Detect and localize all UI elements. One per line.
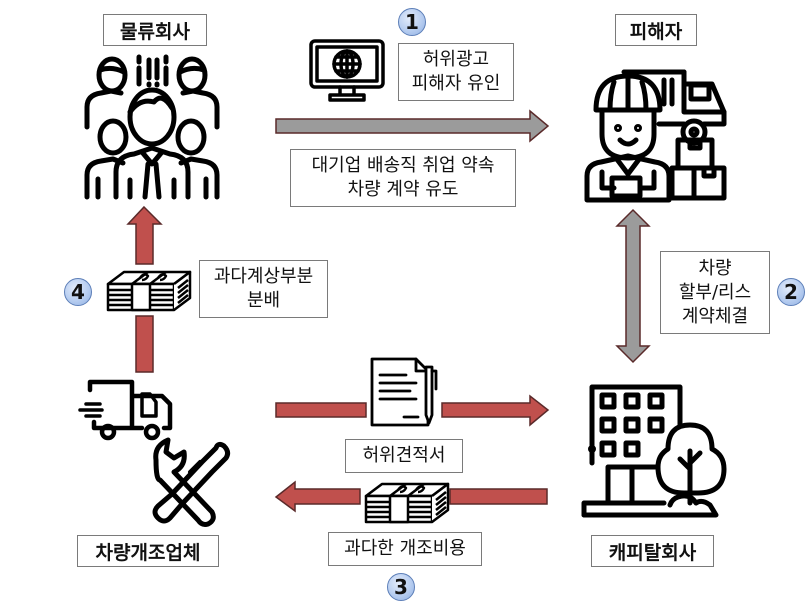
entity-label-capital: 캐피탈회사 xyxy=(591,535,714,567)
arrow-overcharge-right-segment xyxy=(449,488,548,505)
entity-label-tuning: 차량개조업체 xyxy=(77,535,219,567)
monitor-globe-icon xyxy=(309,39,385,102)
arrow-kickback-tail xyxy=(135,315,154,373)
note-job-promise-line-2: 차량 계약 유도 xyxy=(347,179,459,200)
note-fake-ad-line-2: 피해자 유인 xyxy=(411,73,501,94)
note-contract: 차량 할부/리스 계약체결 xyxy=(660,251,770,334)
note-kickback-line-1: 과다계상부분 xyxy=(213,266,314,287)
note-contract-line-1: 차량 xyxy=(698,257,732,279)
note-overcharge: 과다한 개조비용 xyxy=(328,532,482,566)
truck-and-tools-icon xyxy=(78,379,231,527)
note-contract-line-3: 계약체결 xyxy=(681,305,749,327)
arrow-kickback-head xyxy=(126,205,163,265)
note-kickback-line-2: 분배 xyxy=(246,290,281,311)
money-stack-icon xyxy=(106,270,192,312)
money-stack-icon-overcharge xyxy=(364,482,450,524)
entity-label-logistics: 물류회사 xyxy=(103,14,207,46)
arrow-ad-to-victim xyxy=(275,109,550,143)
note-fake-ad-line-1: 허위광고 xyxy=(422,49,490,70)
office-building-icon xyxy=(581,384,727,518)
note-job-promise: 대기업 배송직 취업 약속 차량 계약 유도 xyxy=(290,149,516,207)
step-badge-1: 1 xyxy=(398,8,426,36)
group-of-people-icon xyxy=(84,54,220,200)
arrow-fake-quote-left-segment xyxy=(275,402,367,418)
step-badge-4: 4 xyxy=(64,278,92,306)
note-job-promise-line-1: 대기업 배송직 취업 약속 xyxy=(311,155,495,176)
arrow-overcharge-head xyxy=(274,480,361,513)
step-badge-2: 2 xyxy=(777,278,805,306)
arrow-fake-quote-head xyxy=(441,394,550,427)
note-kickback: 과다계상부분 분배 xyxy=(199,260,328,318)
note-contract-line-2: 할부/리스 xyxy=(678,281,752,303)
entity-label-victim: 피해자 xyxy=(615,14,697,46)
step-badge-3: 3 xyxy=(387,573,415,601)
note-fake-ad: 허위광고 피해자 유인 xyxy=(398,43,514,101)
note-fake-quote: 허위견적서 xyxy=(345,439,463,473)
document-pen-icon xyxy=(370,357,438,427)
delivery-worker-icon xyxy=(584,69,727,203)
arrow-victim-capital-contract xyxy=(615,208,651,364)
